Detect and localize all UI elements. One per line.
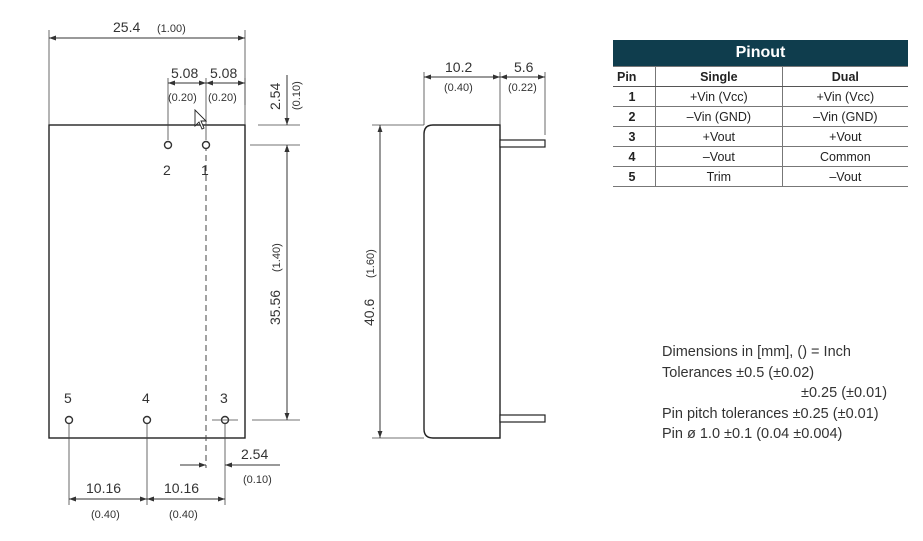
pin-5: 5 bbox=[64, 390, 74, 425]
dimension-notes: Dimensions in [mm], () = Inch Tolerances… bbox=[662, 342, 887, 445]
top-offset-mm-label: 2.54 bbox=[267, 83, 283, 110]
table-row: 1 +Vin (Vcc) +Vin (Vcc) bbox=[613, 86, 908, 107]
single-function: Trim bbox=[655, 166, 783, 187]
single-function: –Vin (GND) bbox=[655, 106, 783, 127]
pin-3: 3 bbox=[212, 390, 238, 425]
pin-number: 1 bbox=[613, 86, 656, 107]
pinout-table: Pinout Pin Single Dual 1 +Vin (Vcc) +Vin… bbox=[613, 40, 908, 187]
note-tolerances-fine: ±0.25 (±0.01) bbox=[801, 385, 888, 401]
header-single: Single bbox=[655, 66, 783, 87]
pin-2: 2 bbox=[163, 140, 173, 178]
note-units: Dimensions in [mm], () = Inch bbox=[662, 344, 851, 360]
mouse-cursor-icon bbox=[194, 108, 208, 130]
bottom-pitch-in-label-2: (0.40) bbox=[169, 509, 198, 521]
single-function: +Vin (Vcc) bbox=[655, 86, 783, 107]
dual-function: Common bbox=[782, 146, 908, 167]
svg-text:3: 3 bbox=[220, 390, 228, 406]
bottom-pitch-in-label-1: (0.40) bbox=[91, 509, 120, 521]
pin-length-mm-label: 5.6 bbox=[514, 59, 534, 75]
header-dual: Dual bbox=[782, 66, 908, 87]
pin-length-in-label: (0.22) bbox=[508, 82, 537, 94]
side-pin-bottom bbox=[499, 414, 546, 423]
depth-in-label: (0.40) bbox=[444, 82, 473, 94]
table-row: 3 +Vout +Vout bbox=[613, 126, 908, 147]
pin-span-mm-label: 35.56 bbox=[267, 290, 283, 325]
note-pin-diameter: Pin ø 1.0 ±0.1 (0.04 ±0.004) bbox=[662, 426, 843, 442]
pin-number: 2 bbox=[613, 106, 656, 127]
right-offset-mm-label: 2.54 bbox=[241, 446, 268, 462]
pin-4: 4 bbox=[142, 390, 152, 425]
front-view: 25.4 (1.00) 5.08 5.08 (0.20) (0.20) 2.54… bbox=[48, 19, 303, 521]
table-row: 5 Trim –Vout bbox=[613, 166, 908, 187]
note-pin-pitch: Pin pitch tolerances ±0.25 (±0.01) bbox=[662, 405, 879, 422]
side-pin-top bbox=[499, 139, 546, 148]
pitch-in-label-2: (0.20) bbox=[208, 92, 237, 104]
width-mm-label: 25.4 bbox=[113, 19, 140, 35]
pin-number: 5 bbox=[613, 166, 656, 187]
pinout-header-row: Pin Single Dual bbox=[613, 66, 908, 87]
height-in-label: (1.60) bbox=[365, 249, 377, 278]
width-in-label: (1.00) bbox=[157, 23, 186, 35]
svg-text:1: 1 bbox=[201, 162, 209, 178]
pin-number: 4 bbox=[613, 146, 656, 167]
top-offset-in-label: (0.10) bbox=[291, 81, 303, 110]
module-body-side bbox=[423, 124, 501, 439]
right-offset-in-label: (0.10) bbox=[243, 474, 272, 486]
table-row: 2 –Vin (GND) –Vin (GND) bbox=[613, 106, 908, 127]
header-pin: Pin bbox=[613, 66, 656, 87]
module-body-front bbox=[48, 124, 246, 439]
pitch-mm-label-1: 5.08 bbox=[171, 65, 198, 81]
pin-1: 1 bbox=[201, 140, 211, 178]
svg-text:4: 4 bbox=[142, 390, 150, 406]
pin-span-in-label: (1.40) bbox=[271, 243, 283, 272]
pin-number: 3 bbox=[613, 126, 656, 147]
pinout-title: Pinout bbox=[613, 40, 908, 67]
table-row: 4 –Vout Common bbox=[613, 146, 908, 167]
side-view: 10.2 (0.40) 5.6 (0.22) 40.6 (1.60) bbox=[361, 59, 546, 439]
dual-function: –Vin (GND) bbox=[782, 106, 908, 127]
pitch-in-label-1: (0.20) bbox=[168, 92, 197, 104]
dual-function: –Vout bbox=[782, 166, 908, 187]
dual-function: +Vout bbox=[782, 126, 908, 147]
note-tolerances: Tolerances ±0.5 (±0.02) bbox=[662, 364, 815, 381]
single-function: –Vout bbox=[655, 146, 783, 167]
depth-mm-label: 10.2 bbox=[445, 59, 472, 75]
height-mm-label: 40.6 bbox=[361, 299, 377, 326]
svg-text:5: 5 bbox=[64, 390, 72, 406]
bottom-pitch-mm-label-1: 10.16 bbox=[86, 480, 121, 496]
bottom-pitch-mm-label-2: 10.16 bbox=[164, 480, 199, 496]
single-function: +Vout bbox=[655, 126, 783, 147]
pitch-mm-label-2: 5.08 bbox=[210, 65, 237, 81]
dual-function: +Vin (Vcc) bbox=[782, 86, 908, 107]
svg-text:2: 2 bbox=[163, 162, 171, 178]
